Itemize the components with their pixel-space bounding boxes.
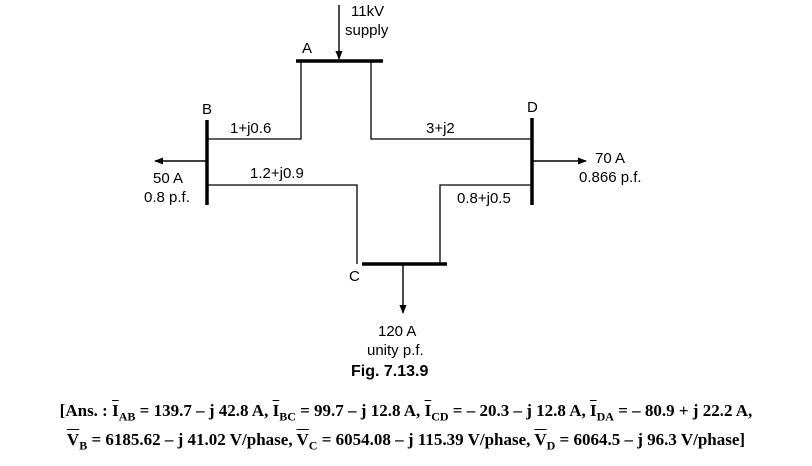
load-current-b: 50 A (153, 170, 183, 187)
impedance-bc: 1.2+j0.9 (250, 165, 304, 182)
answer-line-2: VB = 6185.62 – j 41.02 V/phase, VC = 605… (0, 430, 812, 453)
impedance-cd: 0.8+j0.5 (457, 190, 511, 207)
load-current-d: 70 A (595, 150, 625, 167)
phasor-symbol: I (424, 401, 432, 420)
phasor-symbol: I (589, 401, 597, 420)
node-label-b: B (202, 101, 212, 118)
impedance-ad: 3+j2 (426, 120, 455, 137)
load-pf-b: 0.8 p.f. (144, 189, 190, 206)
node-label-d: D (527, 99, 538, 116)
subscript: B (79, 438, 88, 453)
phasor-symbol: I (112, 401, 119, 420)
subscript: CD (431, 409, 449, 424)
phasor-symbol: V (296, 430, 309, 449)
subscript: D (546, 438, 556, 453)
answer-text: [Ans. : (59, 401, 113, 420)
answer-text: = – 80.9 + j 22.2 A, (613, 401, 753, 420)
subscript: C (308, 438, 318, 453)
supply-label: supply (345, 22, 389, 39)
load-pf-d: 0.866 p.f. (579, 169, 642, 186)
line-bc (207, 184, 358, 264)
supply-voltage-label: 11kV (351, 3, 384, 20)
subscript: AB (118, 409, 136, 424)
line-ad (370, 61, 532, 140)
line-ab (207, 61, 302, 140)
impedance-ab: 1+j0.6 (230, 120, 271, 137)
answer-text: = 6185.62 – j 41.02 V/phase, (87, 430, 297, 449)
phasor-symbol: V (66, 430, 80, 449)
subscript: BC (279, 409, 296, 424)
answer-text: = 6054.08 – j 115.39 V/phase, (317, 430, 535, 449)
load-pf-c: unity p.f. (367, 342, 424, 359)
load-current-c: 120 A (378, 323, 416, 340)
subscript: DA (596, 409, 614, 424)
answer-text: = 6064.5 – j 96.3 V/phase] (555, 430, 746, 449)
node-label-a: A (302, 40, 312, 57)
answer-line-1: [Ans. : IAB = 139.7 – j 42.8 A, IBC = 99… (0, 401, 812, 424)
line-cd (439, 184, 532, 264)
phasor-symbol: I (272, 401, 280, 420)
phasor-symbol: V (534, 430, 547, 449)
answer-text: = 139.7 – j 42.8 A, (135, 401, 273, 420)
node-label-c: C (349, 268, 360, 285)
answer-text: = – 20.3 – j 12.8 A, (448, 401, 590, 420)
answer-text: = 99.7 – j 12.8 A, (295, 401, 425, 420)
figure-caption: Fig. 7.13.9 (351, 363, 428, 380)
